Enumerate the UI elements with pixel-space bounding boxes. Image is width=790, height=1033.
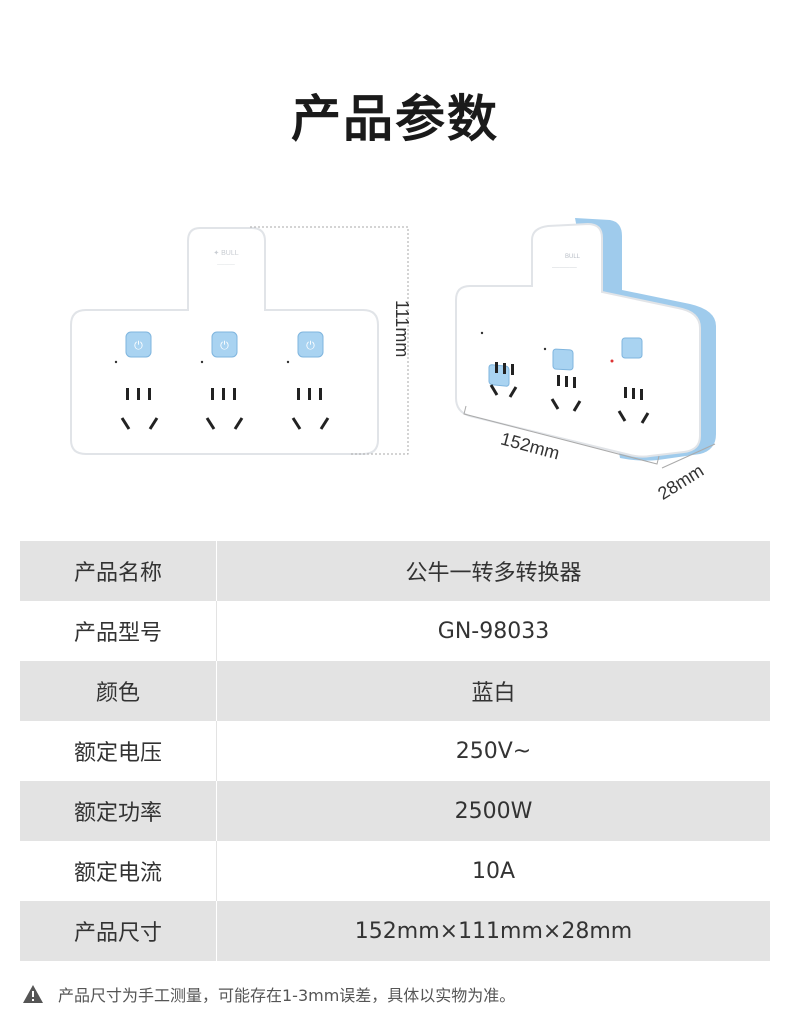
depth-dimension-line [661, 443, 716, 469]
power-switch-3: ⏻ [297, 331, 324, 358]
table-row: 产品名称 公牛一转多转换器 [20, 541, 770, 601]
product-image-area: ✦ BULL ───── ⏻ ⏻ ⏻ [0, 200, 790, 530]
table-row: 产品尺寸 152mm×111mm×28mm [20, 901, 770, 961]
outlet-3 [291, 388, 330, 430]
product-illustration: ✦ BULL ───── ⏻ ⏻ ⏻ [70, 218, 716, 469]
spec-label: 产品型号 [20, 601, 217, 661]
table-row: 产品型号 GN-98033 [20, 601, 770, 661]
measurement-note: 产品尺寸为手工测量，可能存在1-3mm误差，具体以实物为准。 [22, 982, 515, 1006]
spec-value: 152mm×111mm×28mm [216, 901, 770, 961]
svg-text:✦ BULL: ✦ BULL [213, 249, 238, 257]
svg-text:─────: ───── [216, 262, 235, 268]
front-view-adapter: ✦ BULL ───── ⏻ ⏻ ⏻ [70, 227, 379, 455]
table-row: 额定电压 250V~ [20, 721, 770, 781]
angled-switch-3 [621, 337, 643, 359]
power-switch-2: ⏻ [211, 331, 238, 358]
spec-label: 额定功率 [20, 781, 217, 841]
note-text: 产品尺寸为手工测量，可能存在1-3mm误差，具体以实物为准。 [58, 986, 516, 1005]
spec-label: 额定电流 [20, 841, 217, 901]
width-dimension-line [463, 405, 660, 465]
angled-view-adapter: BULL ─────── [455, 218, 716, 461]
height-dimension-line [250, 226, 409, 455]
power-switch-1: ⏻ [125, 331, 152, 358]
page-title: 产品参数 [291, 90, 499, 148]
table-row: 额定功率 2500W [20, 781, 770, 841]
spec-label: 产品尺寸 [20, 901, 217, 961]
spec-label: 产品名称 [20, 541, 217, 601]
svg-text:⏻: ⏻ [306, 339, 315, 352]
spec-value: 公牛一转多转换器 [216, 541, 770, 601]
spec-value: GN-98033 [216, 601, 770, 661]
outlet-2 [205, 388, 244, 430]
spec-value: 2500W [216, 781, 770, 841]
outlet-1 [120, 388, 159, 430]
spec-value: 蓝白 [216, 661, 770, 721]
svg-text:───────: ─────── [551, 265, 577, 271]
svg-text:⏻: ⏻ [134, 339, 143, 352]
spec-label: 颜色 [20, 661, 217, 721]
svg-text:BULL: BULL [565, 254, 581, 260]
table-row: 额定电流 10A [20, 841, 770, 901]
height-label: 111mm [392, 300, 412, 358]
spec-table: 产品名称 公牛一转多转换器 产品型号 GN-98033 颜色 蓝白 额定电压 2… [20, 541, 770, 961]
angled-switch-2 [552, 348, 574, 371]
spec-value: 10A [216, 841, 770, 901]
spec-label: 额定电压 [20, 721, 217, 781]
warning-icon [23, 985, 43, 1003]
spec-value: 250V~ [216, 721, 770, 781]
table-row: 颜色 蓝白 [20, 661, 770, 721]
svg-text:⏻: ⏻ [220, 339, 229, 352]
